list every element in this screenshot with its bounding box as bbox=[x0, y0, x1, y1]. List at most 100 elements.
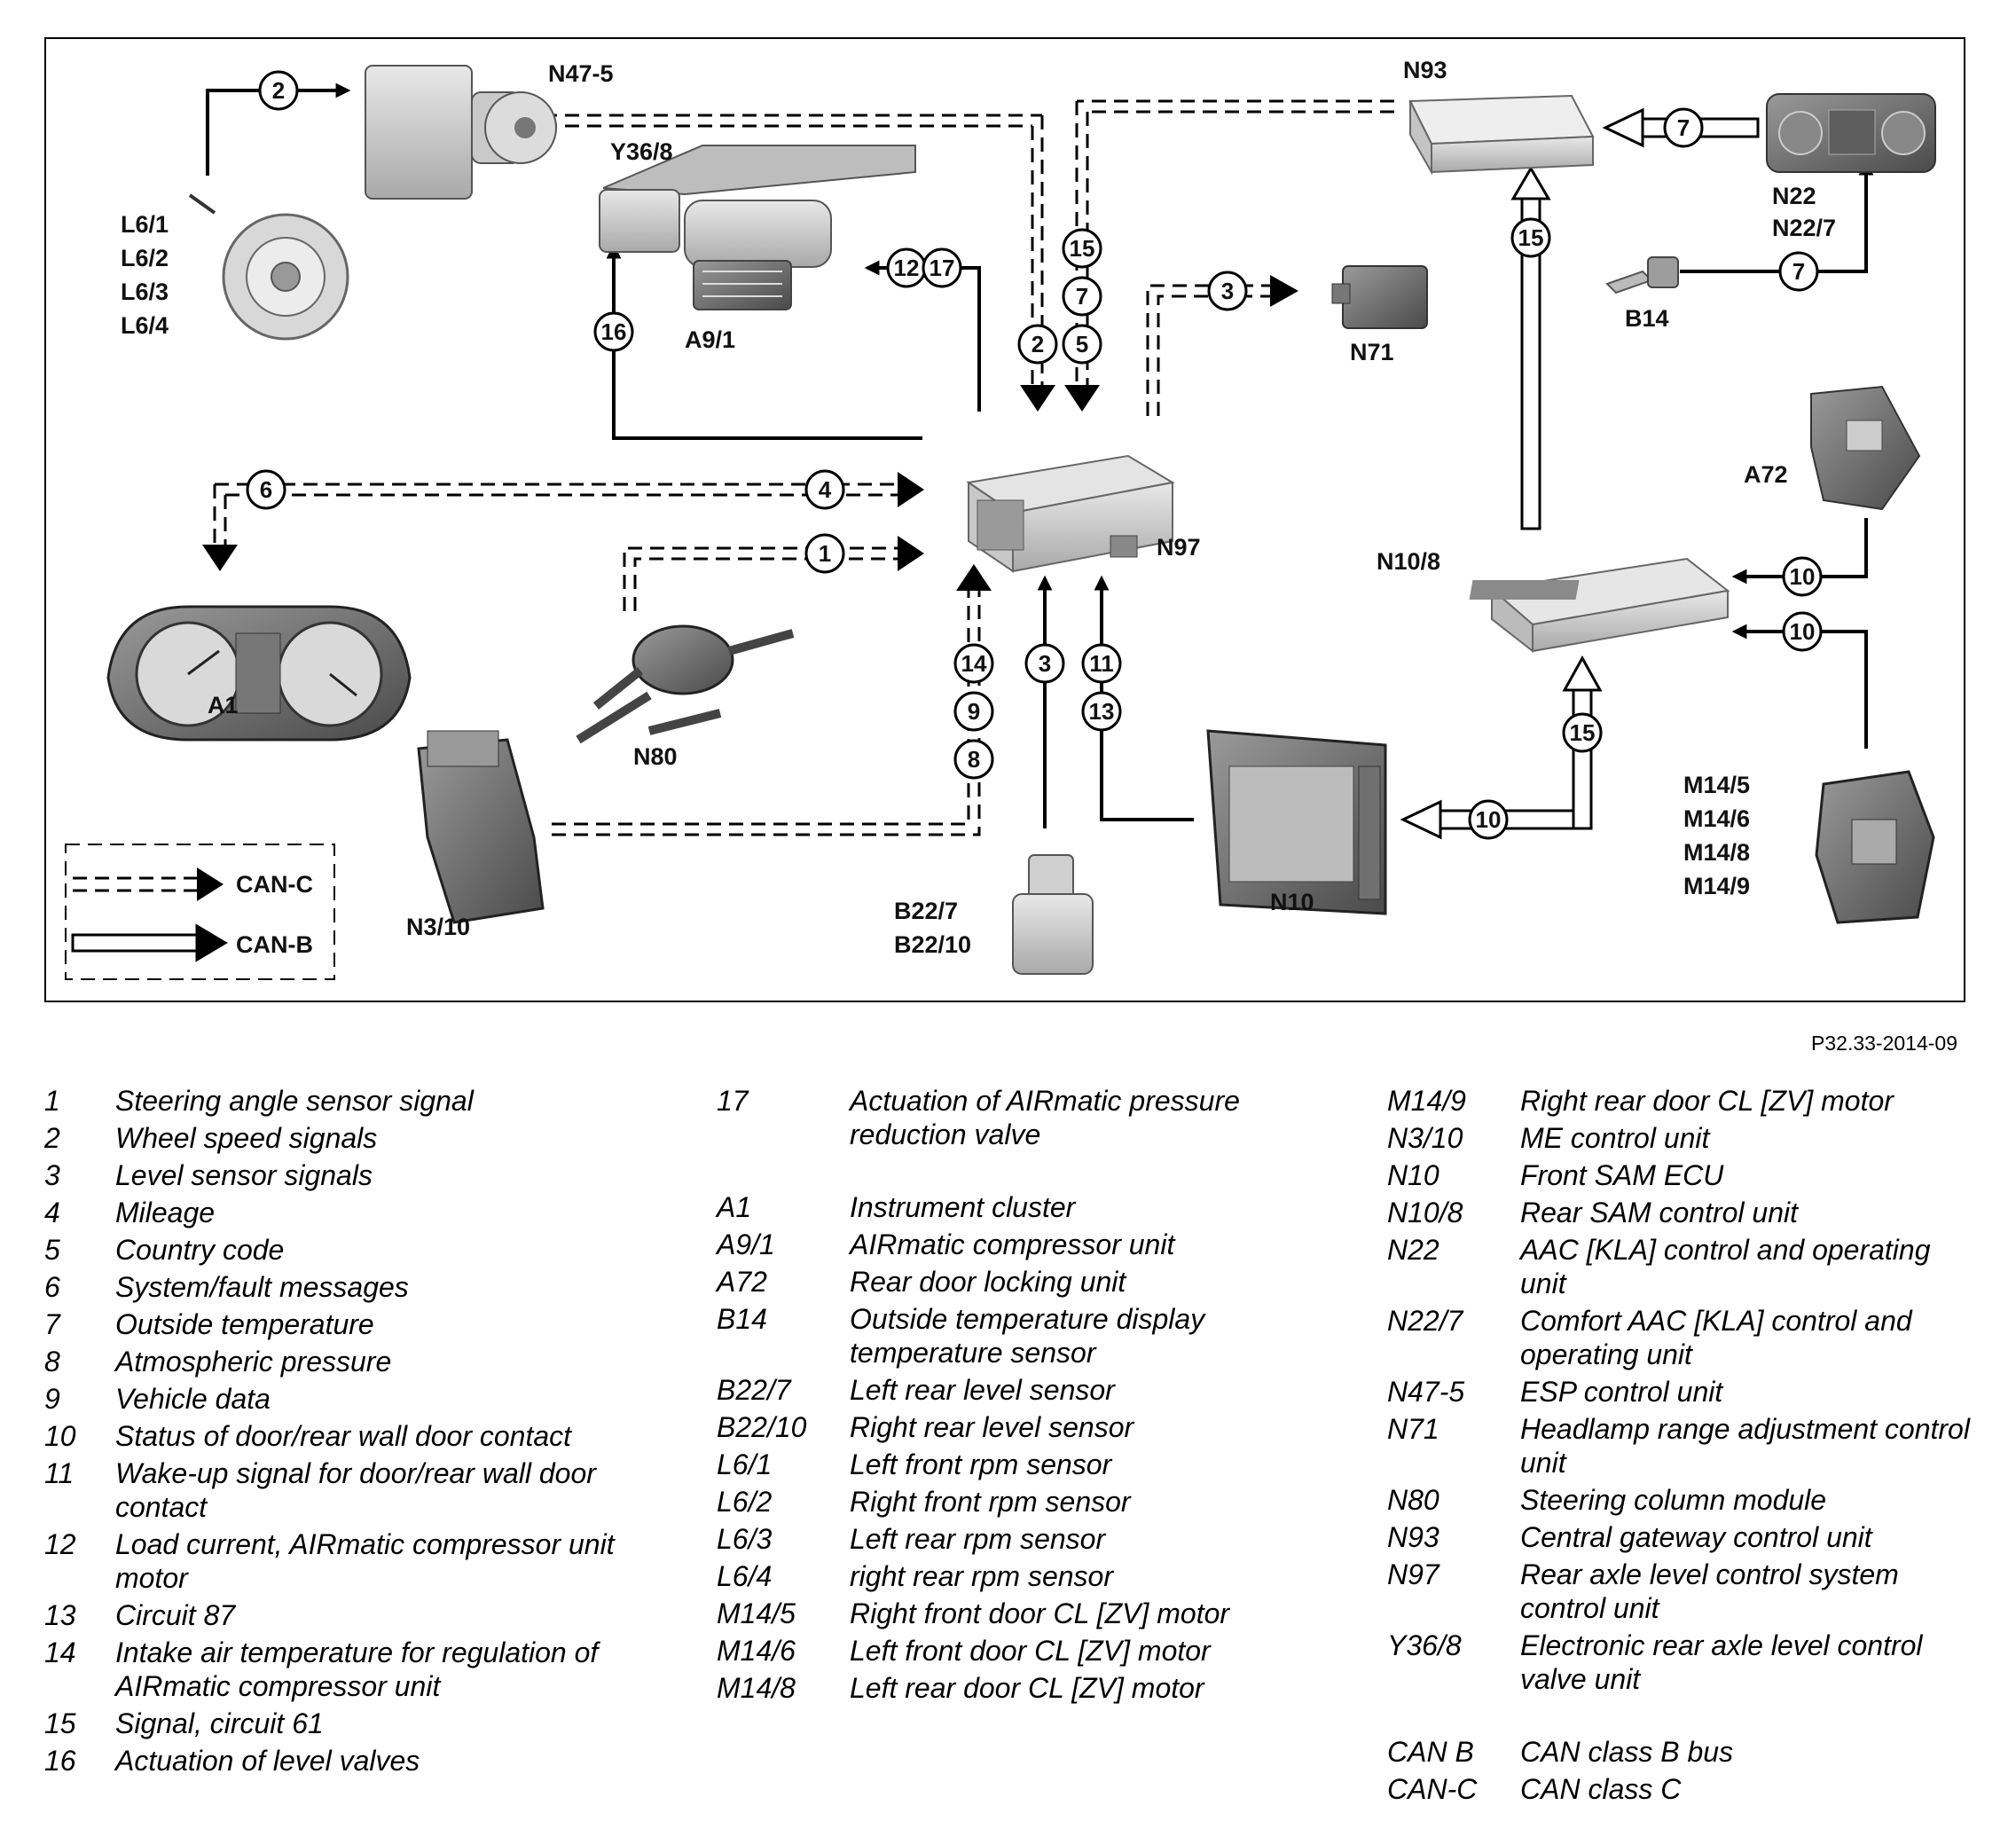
badge-10b: 10 bbox=[1782, 611, 1823, 652]
legend-description: AIRmatic compressor unit bbox=[850, 1228, 1175, 1260]
label-m14-9: M14/9 bbox=[1683, 873, 1750, 899]
legend-description: right rear rpm sensor bbox=[850, 1560, 1113, 1592]
legend-code: L6/1 bbox=[717, 1448, 773, 1480]
legend-description: Status of door/rear wall door contact bbox=[115, 1420, 572, 1452]
legend-description: Instrument cluster bbox=[850, 1191, 1076, 1223]
legend-code: 5 bbox=[44, 1234, 60, 1266]
legend-description: Headlamp range adjustment control unit bbox=[1520, 1413, 1970, 1479]
legend-code: 14 bbox=[44, 1637, 76, 1668]
legend-description: Left rear level sensor bbox=[850, 1374, 1115, 1406]
legend-description: Right rear door CL [ZV] motor bbox=[1520, 1085, 1894, 1117]
label-b22-7: B22/7 bbox=[894, 898, 958, 924]
legend-description: Steering angle sensor signal bbox=[115, 1085, 474, 1117]
legend-code: 3 bbox=[44, 1159, 60, 1191]
rear-sam-unit-image bbox=[1469, 557, 1730, 654]
legend-code: A9/1 bbox=[717, 1228, 775, 1260]
legend-description: ME control unit bbox=[1520, 1122, 1710, 1154]
legend-description: AAC [KLA] control and operating unit bbox=[1520, 1234, 1931, 1299]
legend-code: 15 bbox=[44, 1707, 76, 1739]
legend-description: Rear door locking unit bbox=[850, 1266, 1126, 1298]
svg-text:1: 1 bbox=[819, 540, 831, 567]
legend-code: M14/8 bbox=[717, 1672, 796, 1704]
label-a1: A1 bbox=[208, 692, 239, 718]
legend-description: Circuit 87 bbox=[115, 1599, 236, 1631]
legend-description: Country code bbox=[115, 1234, 285, 1266]
label-a9-1: A9/1 bbox=[685, 326, 735, 353]
badge-14: 14 bbox=[953, 643, 994, 684]
badge-13: 13 bbox=[1081, 691, 1122, 732]
badge-7a: 7 bbox=[1062, 276, 1102, 317]
legend-code: N22 bbox=[1387, 1234, 1439, 1266]
svg-text:15: 15 bbox=[1518, 224, 1544, 251]
legend-description: CAN class B bus bbox=[1520, 1736, 1734, 1768]
legend-code: M14/9 bbox=[1387, 1085, 1466, 1117]
legend-row: N22 AAC [KLA] control and operating unit bbox=[1387, 1233, 1973, 1300]
legend-description: Left front door CL [ZV] motor bbox=[850, 1635, 1211, 1667]
badge-10a: 10 bbox=[1782, 556, 1823, 597]
legend-code: B14 bbox=[717, 1303, 767, 1335]
network-diagram: 2 12 17 16 15 7 5 2 3 7 15 7 6 4 1 14 9 … bbox=[65, 57, 1936, 980]
legend-row: 5 Country code bbox=[44, 1233, 630, 1267]
legend-description: Left front rpm sensor bbox=[850, 1448, 1112, 1480]
legend-description: Mileage bbox=[115, 1197, 216, 1228]
legend-row: M14/8 Left rear door CL [ZV] motor bbox=[717, 1671, 1284, 1705]
svg-text:15: 15 bbox=[1070, 235, 1095, 262]
label-y36-8: Y36/8 bbox=[610, 138, 673, 165]
legend-description: Wake-up signal for door/rear wall door c… bbox=[115, 1457, 596, 1523]
legend-code: N10/8 bbox=[1387, 1197, 1463, 1228]
legend-row: N80 Steering column module bbox=[1387, 1483, 1973, 1517]
badge-2: 2 bbox=[258, 70, 299, 111]
label-n10: N10 bbox=[1270, 889, 1314, 915]
svg-text:17: 17 bbox=[930, 255, 955, 281]
svg-text:8: 8 bbox=[968, 746, 980, 773]
legend-description: Signal, circuit 61 bbox=[115, 1707, 324, 1739]
label-n3-10: N3/10 bbox=[406, 914, 470, 940]
legend-description: Steering column module bbox=[1520, 1484, 1827, 1516]
legend-description: Load current, AIRmatic compressor unit m… bbox=[115, 1528, 615, 1594]
rpm-sensor-disc-image bbox=[188, 193, 349, 341]
badge-1: 1 bbox=[804, 533, 845, 574]
badge-8: 8 bbox=[953, 739, 994, 780]
headlamp-range-unit-image bbox=[1331, 265, 1428, 329]
legend-code: 6 bbox=[44, 1271, 60, 1303]
badge-2b: 2 bbox=[1017, 324, 1058, 365]
key-can-b-label: CAN-B bbox=[236, 931, 313, 958]
legend-row: M14/9 Right rear door CL [ZV] motor bbox=[1387, 1084, 1973, 1118]
legend-code: N97 bbox=[1387, 1558, 1439, 1590]
svg-text:10: 10 bbox=[1476, 806, 1502, 833]
label-b22-10: B22/10 bbox=[894, 931, 971, 958]
legend-code: N80 bbox=[1387, 1484, 1439, 1516]
legend-description: Left rear door CL [ZV] motor bbox=[850, 1672, 1204, 1704]
badge-17: 17 bbox=[922, 247, 962, 288]
badge-7c: 7 bbox=[1778, 251, 1819, 292]
label-l6-4: L6/4 bbox=[121, 312, 169, 339]
legend-description: CAN class C bbox=[1520, 1773, 1682, 1805]
legend-code: B22/10 bbox=[717, 1411, 807, 1443]
legend-description: Actuation of AIRmatic pressure reduction… bbox=[850, 1085, 1240, 1150]
label-l6-1: L6/1 bbox=[121, 211, 169, 238]
legend-code: N10 bbox=[1387, 1159, 1439, 1191]
legend-description: Right front door CL [ZV] motor bbox=[850, 1597, 1230, 1629]
legend-description: Vehicle data bbox=[115, 1383, 271, 1415]
esp-unit-image bbox=[365, 65, 557, 200]
badge-15a: 15 bbox=[1062, 228, 1102, 269]
label-n10-8: N10/8 bbox=[1377, 548, 1440, 575]
legend-code: 12 bbox=[44, 1528, 76, 1560]
